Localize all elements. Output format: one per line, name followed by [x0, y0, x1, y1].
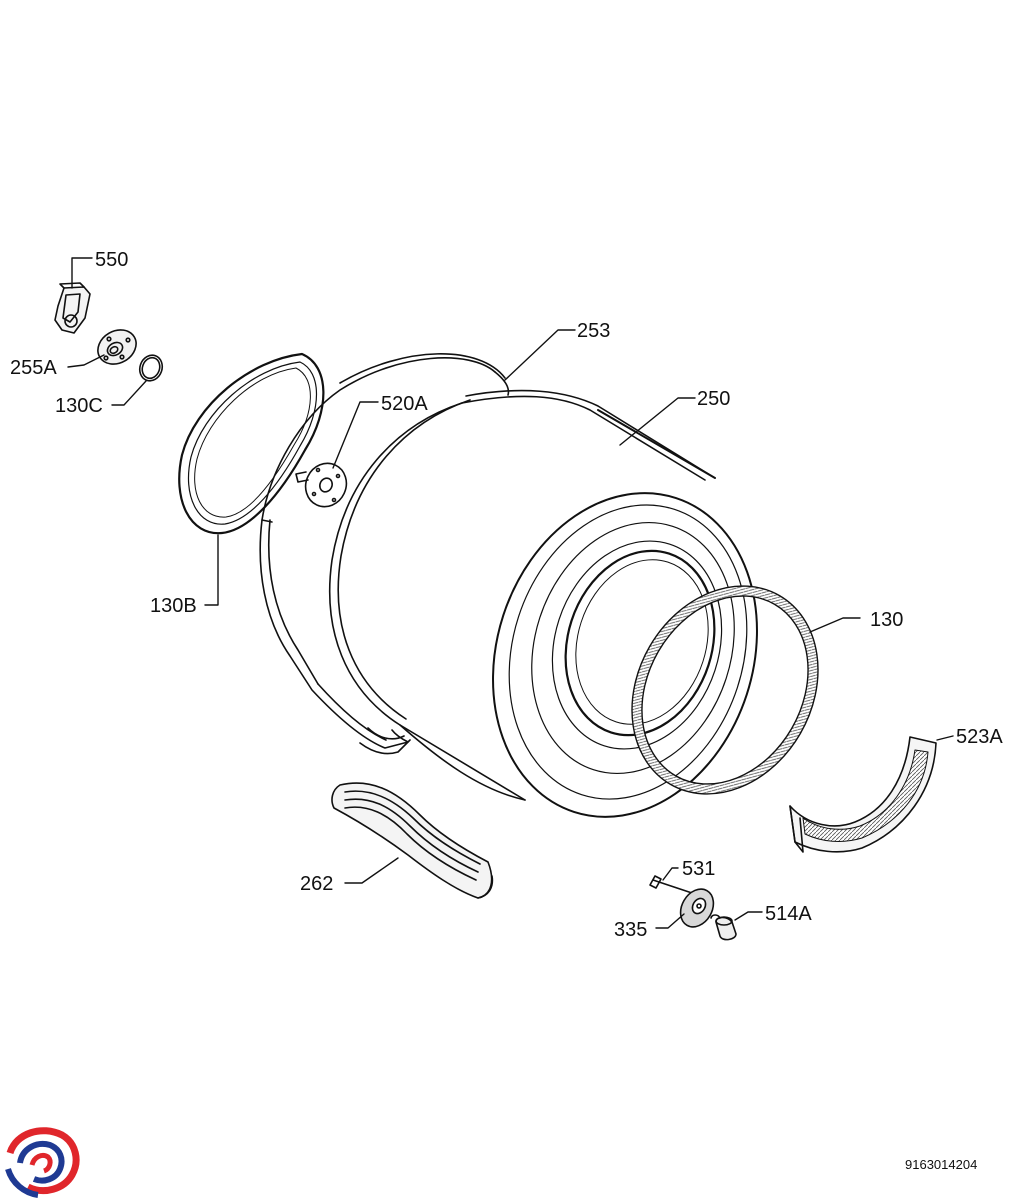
part-335-drum-roller[interactable]: [674, 883, 720, 933]
callout-550: 550: [95, 249, 128, 271]
callout-262: 262: [300, 873, 333, 895]
part-262-drum-paddle[interactable]: [331, 782, 494, 899]
callout-253: 253: [577, 320, 610, 342]
callout-250: 250: [697, 388, 730, 410]
callout-335: 335: [614, 919, 647, 941]
part-255A-bearing-flange[interactable]: [92, 323, 143, 371]
callout-130B: 130B: [150, 595, 197, 617]
part-250-drum[interactable]: [328, 389, 798, 852]
part-550-bracket[interactable]: [54, 282, 91, 334]
callout-labels: 550 255A 130C 253 520A 250 130B 130 523A…: [10, 249, 1003, 941]
callout-523A: 523A: [956, 726, 1003, 748]
callout-520A: 520A: [381, 393, 428, 415]
leader-lines: [67, 257, 954, 929]
part-130-front-felt-seal[interactable]: [595, 552, 855, 828]
part-130C-small-ring[interactable]: [136, 352, 166, 384]
callout-531: 531: [682, 858, 715, 880]
callout-514A: 514A: [765, 903, 812, 925]
document-number: 9163014204: [905, 1157, 978, 1172]
callout-130: 130: [870, 609, 903, 631]
callout-255A: 255A: [10, 357, 57, 379]
part-520A-drum-shaft[interactable]: [295, 457, 353, 514]
part-523A-front-seal-strip[interactable]: [789, 736, 937, 853]
callout-130C: 130C: [55, 395, 103, 417]
part-514A-roller-bushing[interactable]: [710, 914, 737, 941]
part-531-screw[interactable]: [649, 875, 693, 894]
part-253-rear-drum-panel[interactable]: [259, 353, 510, 755]
brand-logo-icon: [5, 1127, 80, 1198]
part-130B-rear-felt-seal[interactable]: [178, 352, 325, 535]
